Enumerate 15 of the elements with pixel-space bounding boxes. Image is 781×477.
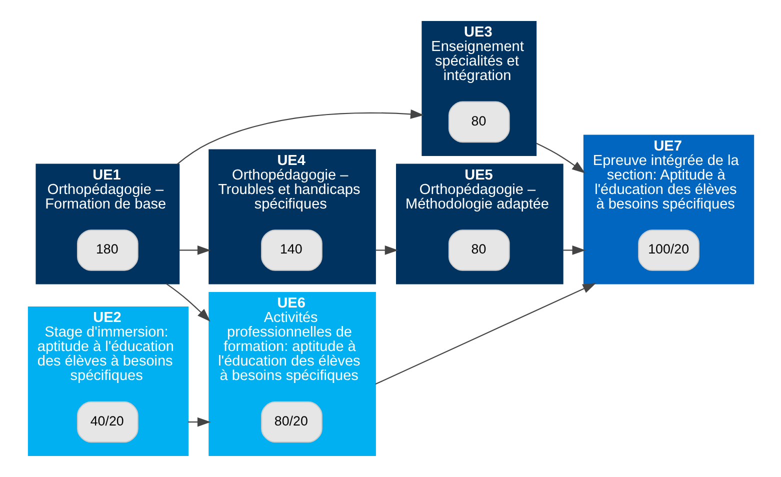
- arrow: [374, 282, 596, 385]
- node-box: 100/20: [638, 230, 699, 271]
- arrow: [187, 417, 210, 427]
- arrow: [535, 142, 585, 174]
- node-box: 80: [448, 230, 510, 271]
- node-box: 40/20: [76, 401, 138, 443]
- node-box: 80/20: [260, 401, 322, 443]
- node-box: 140: [260, 230, 322, 271]
- node-box: 80: [448, 101, 510, 143]
- arrow: [176, 110, 424, 165]
- arrow: [178, 246, 210, 255]
- arrow: [374, 246, 398, 255]
- arrow: [562, 246, 586, 255]
- arrow: [165, 283, 210, 322]
- node-box: 180: [76, 230, 138, 271]
